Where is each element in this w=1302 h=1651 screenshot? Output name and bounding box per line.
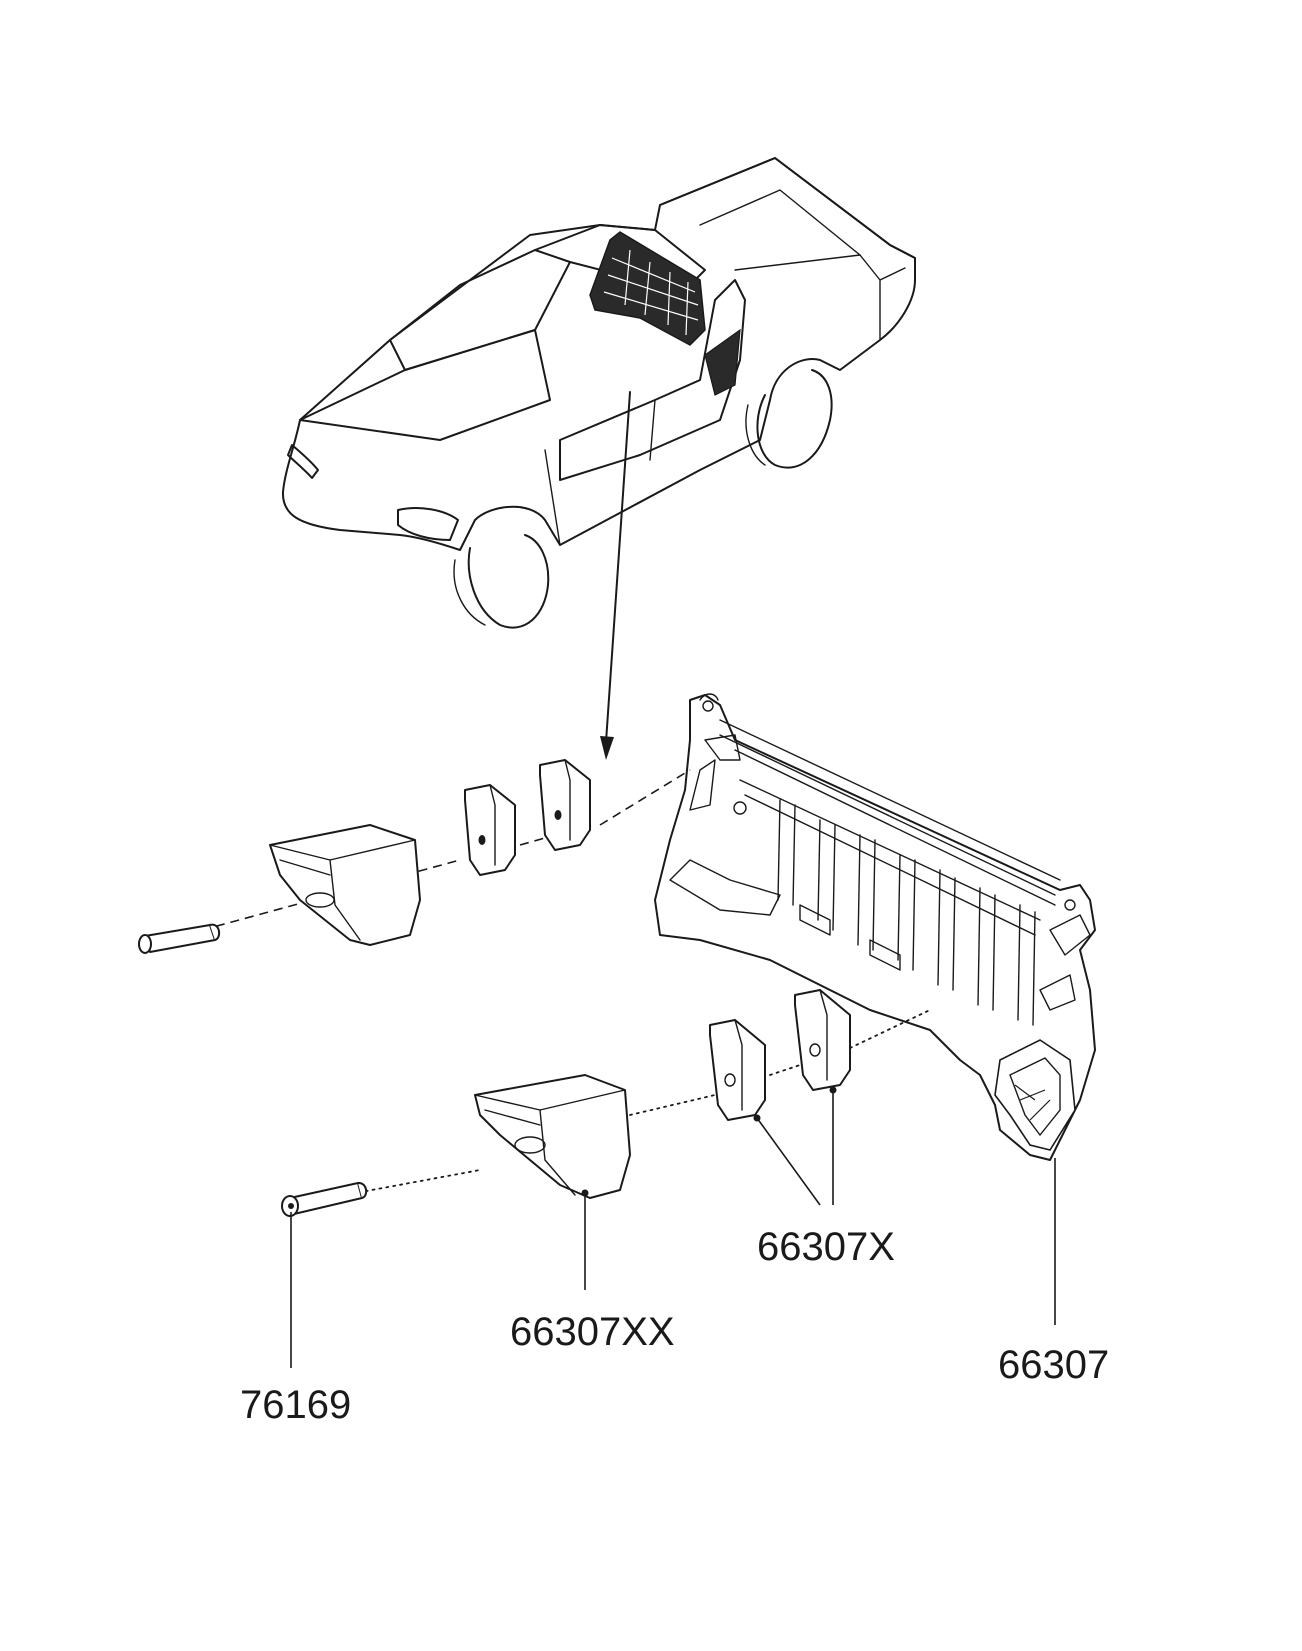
rear-cab-panel-part: [654, 693, 1096, 1161]
lower-large-bracket-part: [474, 1074, 631, 1199]
upper-bolt-part: [138, 923, 221, 954]
callout-76169: 76169: [240, 1383, 352, 1427]
lower-bolt-part: [281, 1182, 368, 1217]
upper-spacer-b-part: [539, 759, 591, 851]
callout-66307: 66307: [998, 1343, 1110, 1387]
lower-spacer-a-part: [709, 1019, 766, 1121]
upper-large-bracket-part: [269, 824, 421, 946]
pickup-truck-illustration: [281, 157, 916, 760]
upper-alignment-line: [157, 769, 691, 943]
callout-66307xx: 66307XX: [510, 1310, 675, 1354]
callout-66307x: 66307X: [757, 1225, 895, 1269]
leader-lines: [290, 1086, 1056, 1368]
lower-spacer-b-part: [794, 989, 851, 1091]
lower-alignment-line: [344, 1009, 931, 1196]
upper-spacer-a-part: [464, 784, 516, 876]
